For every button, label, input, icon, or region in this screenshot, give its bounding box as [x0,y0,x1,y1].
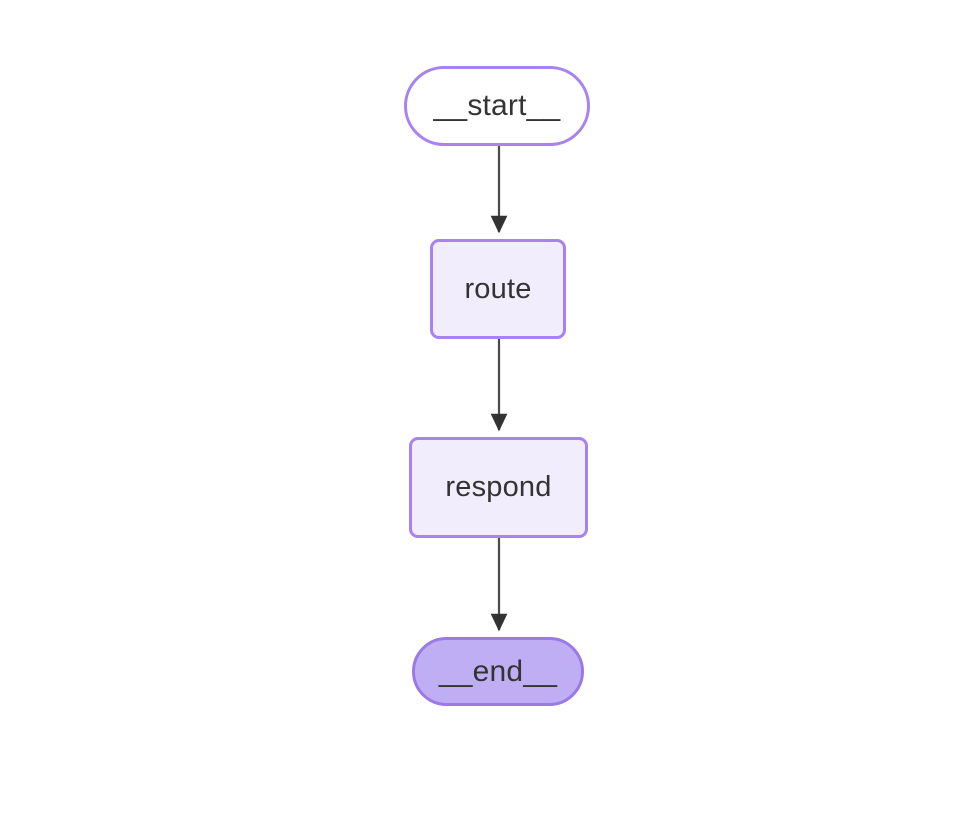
node-start[interactable]: __start__ [404,66,590,146]
node-start-label: __start__ [433,89,561,122]
node-respond-label: respond [445,471,552,503]
node-route[interactable]: route [430,239,566,339]
node-route-label: route [464,272,532,305]
node-end[interactable]: __end__ [412,637,584,706]
node-respond[interactable]: respond [409,437,588,538]
node-end-label: __end__ [438,654,558,688]
